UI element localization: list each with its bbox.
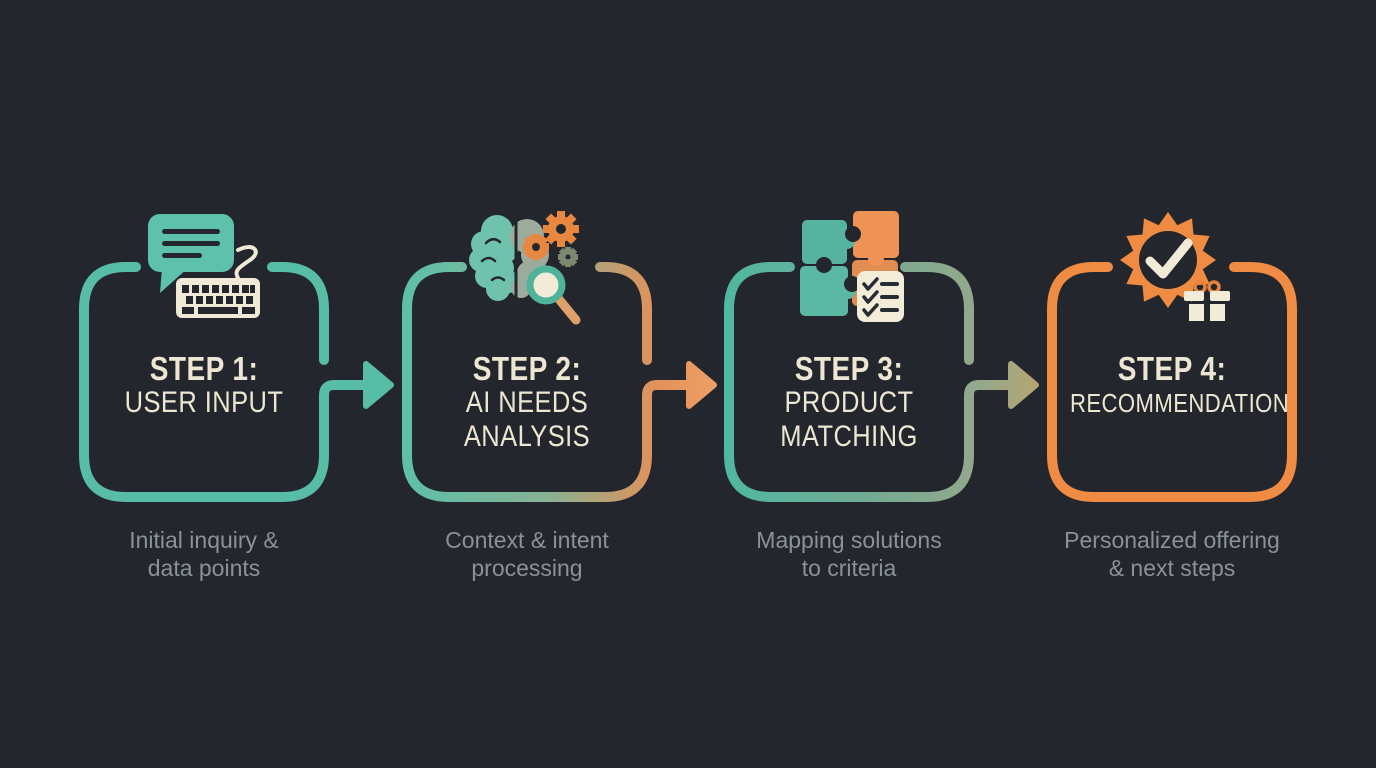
step-3-subtitle-1: PRODUCT bbox=[784, 386, 914, 419]
step-3-caption: Mapping solutions to criteria bbox=[719, 526, 979, 582]
checklist-card bbox=[857, 271, 904, 322]
magnifier bbox=[526, 265, 581, 325]
brain-folds bbox=[480, 238, 506, 282]
gift-box bbox=[1184, 280, 1230, 321]
step-3-caption-line-1: Mapping solutions bbox=[756, 527, 942, 553]
gear-large bbox=[543, 211, 579, 247]
step-2-caption-line-2: processing bbox=[471, 555, 583, 581]
step-1-subtitle: USER INPUT bbox=[124, 386, 284, 419]
step-4-caption-line-2: & next steps bbox=[1108, 555, 1236, 581]
step-2-subtitle-2: ANALYSIS bbox=[463, 420, 591, 453]
step-1-caption-line-2: data points bbox=[147, 555, 261, 581]
step-2-subtitle-1: AI NEEDS bbox=[465, 386, 589, 419]
step-3-heading: STEP 3: bbox=[794, 350, 904, 387]
arrow-2-head bbox=[686, 361, 717, 409]
step-1-caption-line-1: Initial inquiry & bbox=[129, 527, 279, 553]
step-1-border bbox=[79, 262, 374, 502]
step-2-heading: STEP 2: bbox=[472, 350, 582, 387]
step-2-caption: Context & intent processing bbox=[397, 526, 657, 582]
step-4-caption: Personalized offering & next steps bbox=[1042, 526, 1302, 582]
arrow-3-head bbox=[1008, 361, 1039, 409]
step-4-caption-line-1: Personalized offering bbox=[1064, 527, 1280, 553]
step-3-subtitle-2: MATCHING bbox=[780, 420, 918, 453]
step-3-caption-line-2: to criteria bbox=[801, 555, 897, 581]
step-3-border bbox=[724, 262, 1019, 502]
award-badge-gift-icon bbox=[1120, 212, 1230, 321]
step-4-border bbox=[1047, 262, 1297, 502]
step-2-border bbox=[402, 262, 697, 502]
arrow-1-head bbox=[363, 361, 394, 409]
step-4-title-block: STEP 4: RECOMMENDATION bbox=[1052, 352, 1292, 420]
step-1-title-block: STEP 1: USER INPUT bbox=[84, 352, 324, 420]
step-3-title-block: STEP 3: PRODUCT MATCHING bbox=[729, 352, 969, 454]
keyboard-keys bbox=[182, 285, 255, 314]
step-4-heading: STEP 4: bbox=[1117, 350, 1227, 387]
step-2-caption-line-1: Context & intent bbox=[445, 527, 609, 553]
chat-keyboard-icon bbox=[148, 214, 260, 318]
step-4-subtitle: RECOMMENDATION bbox=[1070, 388, 1290, 418]
step-1-caption: Initial inquiry & data points bbox=[74, 526, 334, 582]
brain-gears-magnifier-icon bbox=[469, 211, 581, 325]
brain-left-half bbox=[469, 215, 520, 301]
step-2-title-block: STEP 2: AI NEEDS ANALYSIS bbox=[407, 352, 647, 454]
step-1-heading: STEP 1: bbox=[149, 350, 259, 387]
puzzle-checklist-icon bbox=[800, 211, 904, 322]
